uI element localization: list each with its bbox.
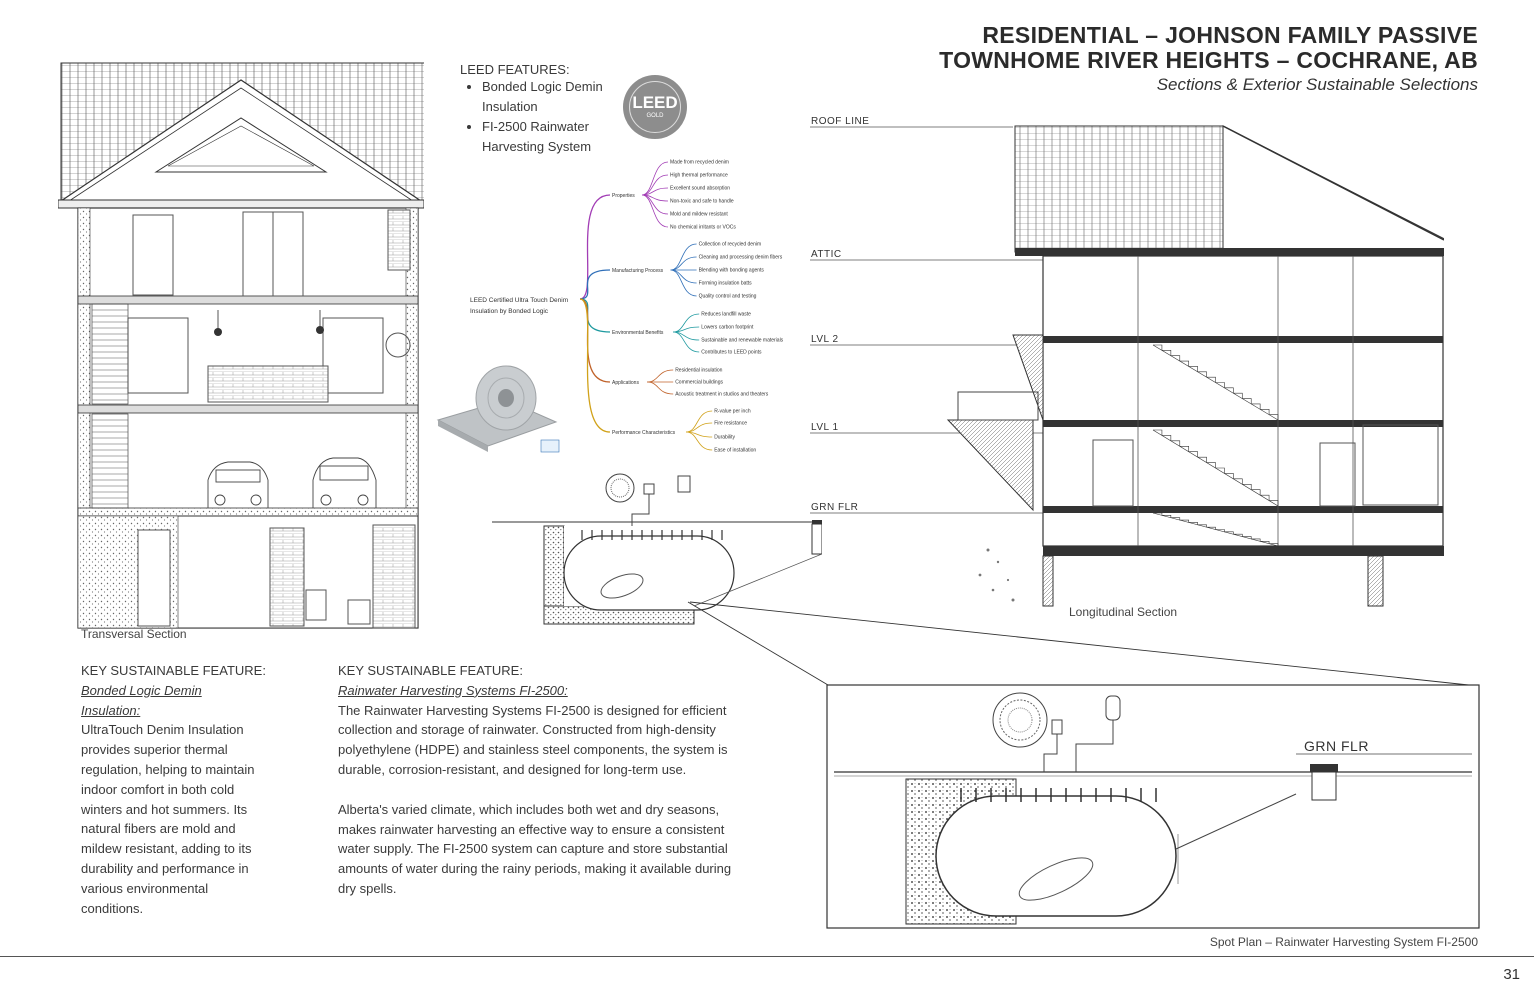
mindmap-root-line2: Insulation by Bonded Logic [470, 308, 549, 315]
spot-plan-label: Spot Plan – Rainwater Harvesting System … [1209, 935, 1478, 949]
text-line: winters and hot summers. Its [81, 801, 248, 817]
text-line: regulation, helping to maintain [81, 761, 255, 777]
mindmap-branch-label: Performance Characteristics [612, 430, 676, 436]
transversal-section-label: Transversal Section [81, 627, 187, 641]
level-lvl1: LVL 1 [811, 422, 839, 433]
page-title-line1: RESIDENTIAL – JOHNSON FAMILY PASSIVE [982, 22, 1478, 48]
text-line: durable, corrosion-resistant, and design… [338, 761, 687, 777]
mindmap-leaf: Reduces landfill waste [701, 312, 751, 318]
mindmap-branch-label: Manufacturing Process [612, 268, 664, 274]
mindmap-leaf: Ease of installation [714, 448, 756, 454]
page-title-line2: TOWNHOME RIVER HEIGHTS – COCHRANE, AB [939, 47, 1478, 73]
mindmap-leaf: Sustainable and renewable materials [701, 338, 783, 344]
text-line: UltraTouch Denim Insulation [81, 722, 244, 738]
feature2-paragraph2: Alberta's varied climate, which includes… [338, 800, 778, 899]
page-subtitle: Sections & Exterior Sustainable Selectio… [1156, 75, 1478, 94]
text-line: makes rainwater harvesting an effective … [338, 821, 725, 837]
mindmap-leaf: Durability [714, 435, 735, 441]
mindmap-leaf: No chemical irritants or VOCs [670, 225, 736, 231]
text-line: collection and storage of rainwater. Con… [338, 722, 716, 738]
mindmap-leaf: Forming insulation batts [699, 281, 753, 287]
text-line: natural fibers are mold and [81, 821, 236, 837]
feature1-name-line2: Insulation: [81, 702, 141, 718]
mindmap-branch-label: Applications [612, 380, 639, 386]
detail-grn-flr-label: GRN FLR [1304, 738, 1369, 754]
denim-insulation-roll-image [436, 365, 560, 453]
feature2-paragraph1: The Rainwater Harvesting Systems FI-2500… [338, 701, 778, 780]
leed-gold-badge-icon: LEED GOLD [623, 75, 687, 139]
mindmap-leaf: Fire resistance [714, 421, 747, 427]
mindmap-leaf: Mold and mildew resistant [670, 212, 728, 218]
mindmap-leaf: Acoustic treatment in studios and theate… [675, 392, 769, 398]
text-line: provides superior thermal [81, 742, 228, 758]
mindmap-leaf: Blending with bonding agents [699, 268, 765, 274]
transversal-section-drawing [58, 62, 424, 629]
mindmap-root-line1: LEED Certified Ultra Touch Denim [470, 297, 568, 304]
mindmap-leaf: Collection of recycled denim [699, 242, 762, 248]
text-line: dry spells. [338, 880, 397, 896]
feature1-description: UltraTouch Denim Insulation provides supe… [81, 720, 291, 918]
level-roof-line: ROOF LINE [811, 116, 869, 127]
text-line: Alberta's varied climate, which includes… [338, 801, 720, 817]
mindmap-leaf: Commercial buildings [675, 380, 723, 386]
page-number: 31 [1503, 966, 1520, 983]
longitudinal-section-label: Longitudinal Section [1069, 605, 1178, 619]
level-attic: ATTIC [811, 249, 842, 260]
feature1-heading: KEY SUSTAINABLE FEATURE: [81, 663, 266, 678]
feature2-heading: KEY SUSTAINABLE FEATURE: [338, 663, 523, 678]
mindmap-leaf: Non-toxic and safe to handle [670, 199, 734, 205]
mindmap-leaf: Cleaning and processing denim fibers [699, 255, 783, 261]
level-grn-flr: GRN FLR [811, 502, 858, 513]
key-feature-insulation: KEY SUSTAINABLE FEATURE: Bonded Logic De… [81, 661, 291, 918]
rainwater-system-small-drawing [492, 473, 822, 625]
mindmap-branch-label: Environmental Benefits [612, 330, 664, 336]
rainwater-system-spot-plan: GRN FLR [826, 684, 1480, 929]
mindmap-leaf: R-value per inch [714, 409, 751, 415]
mindmap-leaf: Lowers carbon footprint [701, 325, 754, 331]
text-line: polyethylene (HDPE) and stainless steel … [338, 742, 728, 758]
text-line: conditions. [81, 900, 144, 916]
leed-features-heading: LEED FEATURES: [460, 62, 570, 77]
mindmap-leaf: Made from recycled denim [670, 160, 729, 166]
mindmap-leaf: Residential insulation [675, 368, 722, 374]
text-line: amounts of water during the rainy period… [338, 861, 732, 877]
text-line: water supply. The FI-2500 system can cap… [338, 841, 728, 857]
insulation-mind-map: LEED Certified Ultra Touch DenimInsulati… [470, 160, 784, 454]
mindmap-leaf: Excellent sound absorption [670, 186, 730, 192]
feature1-name-line1: Bonded Logic Demin [81, 682, 202, 698]
footer-divider [0, 956, 1534, 957]
text-line: durability and performance in [81, 860, 249, 876]
mindmap-leaf: High thermal performance [670, 173, 728, 179]
text-line: mildew resistant, adding to its [81, 841, 252, 857]
text-line: various environmental [81, 880, 209, 896]
mindmap-leaf: Quality control and testing [699, 294, 757, 300]
text-line: indoor comfort in both cold [81, 781, 235, 797]
text-line: The Rainwater Harvesting Systems FI-2500… [338, 702, 727, 718]
mindmap-leaf: Contributes to LEED points [701, 350, 762, 356]
leed-features-block: LEED FEATURES: Bonded Logic DeminInsulat… [460, 62, 620, 157]
key-feature-rainwater: KEY SUSTAINABLE FEATURE: Rainwater Harve… [338, 661, 778, 899]
mindmap-branch-label: Properties [612, 193, 635, 199]
detail-callout-lines [687, 601, 1479, 687]
longitudinal-section-drawing: ROOF LINE ATTIC LVL 2 LVL 1 GRN FLR [810, 116, 1444, 607]
feature2-name: Rainwater Harvesting Systems FI-2500: [338, 682, 568, 698]
level-lvl2: LVL 2 [811, 334, 839, 345]
